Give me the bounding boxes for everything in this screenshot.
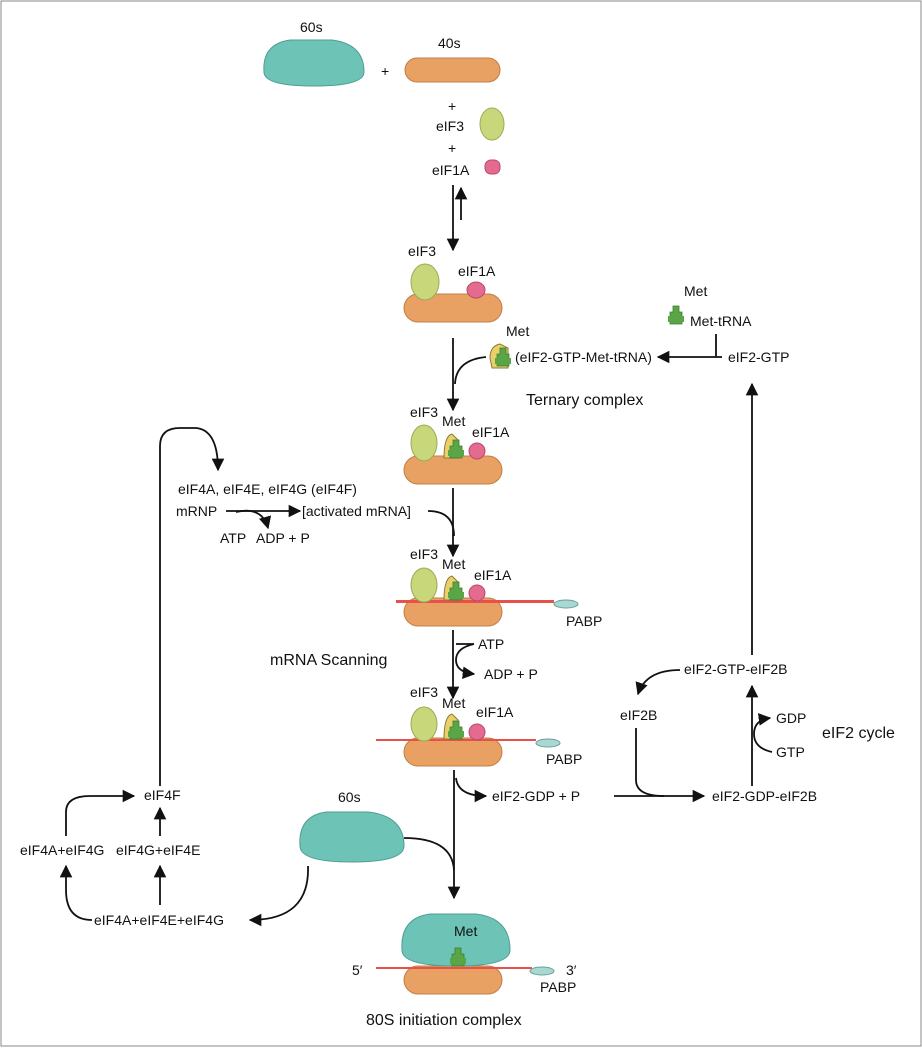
label-eif4-factors: eIF4A, eIF4E, eIF4G (eIF4F) [178,481,357,497]
mrna-strand-icon [376,967,532,971]
label-eif1a: eIF1A [474,567,512,583]
label-activated-mrna: [activated mRNA] [302,503,411,519]
gdp-gtp-exchange-arrow [753,713,773,753]
merge-line [403,837,455,871]
eif3-icon [410,567,438,603]
eif3-icon [479,107,505,141]
plus-sign: + [381,63,389,79]
label-pabp: PABP [546,751,582,767]
met-trna-icon [667,305,685,325]
merge-line [427,510,455,537]
label-eif4g-eif4e: eIF4G+eIF4E [116,842,200,858]
label-eif3: eIF3 [410,546,438,562]
label-60s-bottom: 60s [338,789,361,805]
merge-line [454,356,487,385]
label-eif4a-eif4g: eIF4A+eIF4G [20,842,104,858]
plus-sign: + [448,98,456,114]
label-eif4f: eIF4F [144,787,181,803]
label-met: Met [442,695,465,711]
eif1a-icon [484,159,501,175]
label-met: Met [506,323,529,339]
ribosome-40s-icon [403,455,503,485]
arrow-to-eif4a-eif4g [59,864,93,921]
eif3-icon [410,424,438,462]
label-eif2-gtp-eif2b: eIF2-GTP-eIF2B [684,661,787,677]
label-40s-top: 40s [438,35,461,51]
eif3-icon [410,706,438,742]
label-eif2-gtp: eIF2-GTP [728,349,789,365]
arrow-to-eif4f [65,789,136,836]
label-atp: ATP [220,530,246,546]
pabp-icon [529,966,555,976]
label-ternary-formula: (eIF2-GTP-Met-tRNA) [515,349,652,365]
label-eif3: eIF3 [436,118,464,134]
label-eif1a: eIF1A [458,263,496,279]
mrna-strand-icon [376,739,536,743]
label-mrna-scanning: mRNA Scanning [270,652,387,669]
label-eif1a: eIF1A [476,704,514,720]
ribosome-40s-icon [403,293,503,323]
eif4f-recycle-arrow [159,427,225,786]
ribosome-40s-icon [404,57,501,83]
label-met: Met [442,413,465,429]
label-atp: ATP [478,636,504,652]
eif4-release-arrow [248,865,309,927]
label-5-prime: 5′ [352,962,363,978]
label-mrnp: mRNP [176,503,217,519]
label-eif2-cycle: eIF2 cycle [822,725,895,742]
eif1a-icon [468,442,486,460]
pabp-icon [535,738,561,748]
label-adp-p: ADP + P [256,530,310,546]
mrna-strand-icon [396,600,554,604]
label-eif2-gdp-p: eIF2-GDP + P [492,788,580,804]
label-met: Met [442,556,465,572]
label-met-trna: Met-tRNA [690,313,752,329]
eif3-icon [410,263,440,301]
atp-hydrolysis-arrow [235,509,272,530]
atp-hydrolysis-arrow [455,643,476,680]
label-gtp: GTP [776,744,805,760]
eif2b-release-arrow [635,669,681,696]
label-60s-top: 60s [300,19,323,35]
label-80s-initiation-complex: 80S initiation complex [366,1012,522,1029]
release-arrow [455,777,488,803]
label-gdp: GDP [776,710,806,726]
eif1a-icon [468,584,486,602]
label-met: Met [454,923,477,939]
label-met: Met [684,283,707,299]
label-eif3: eIF3 [410,684,438,700]
label-ternary-complex: Ternary complex [526,392,643,409]
label-eif3: eIF3 [408,243,436,259]
pabp-icon [553,599,579,609]
label-eif2-gdp-eif2b: eIF2-GDP-eIF2B [712,788,817,804]
label-3-prime: 3′ [566,962,577,978]
eif1a-icon [468,723,486,741]
ribosome-60s-icon [263,39,365,87]
label-pabp: PABP [566,613,602,629]
ribosome-60s-icon [401,913,511,967]
label-eif1a: eIF1A [472,424,510,440]
label-eif2b: eIF2B [620,707,657,723]
plus-sign: + [448,140,456,156]
label-pabp: PABP [540,979,576,995]
label-eif4a-eif4e-eif4g: eIF4A+eIF4E+eIF4G [94,912,224,928]
label-eif3: eIF3 [410,404,438,420]
label-eif1a: eIF1A [432,162,470,178]
label-adp-p: ADP + P [484,666,538,682]
eif1a-icon [466,281,486,299]
ribosome-60s-icon [299,811,405,863]
eif2b-join-line [635,728,665,797]
